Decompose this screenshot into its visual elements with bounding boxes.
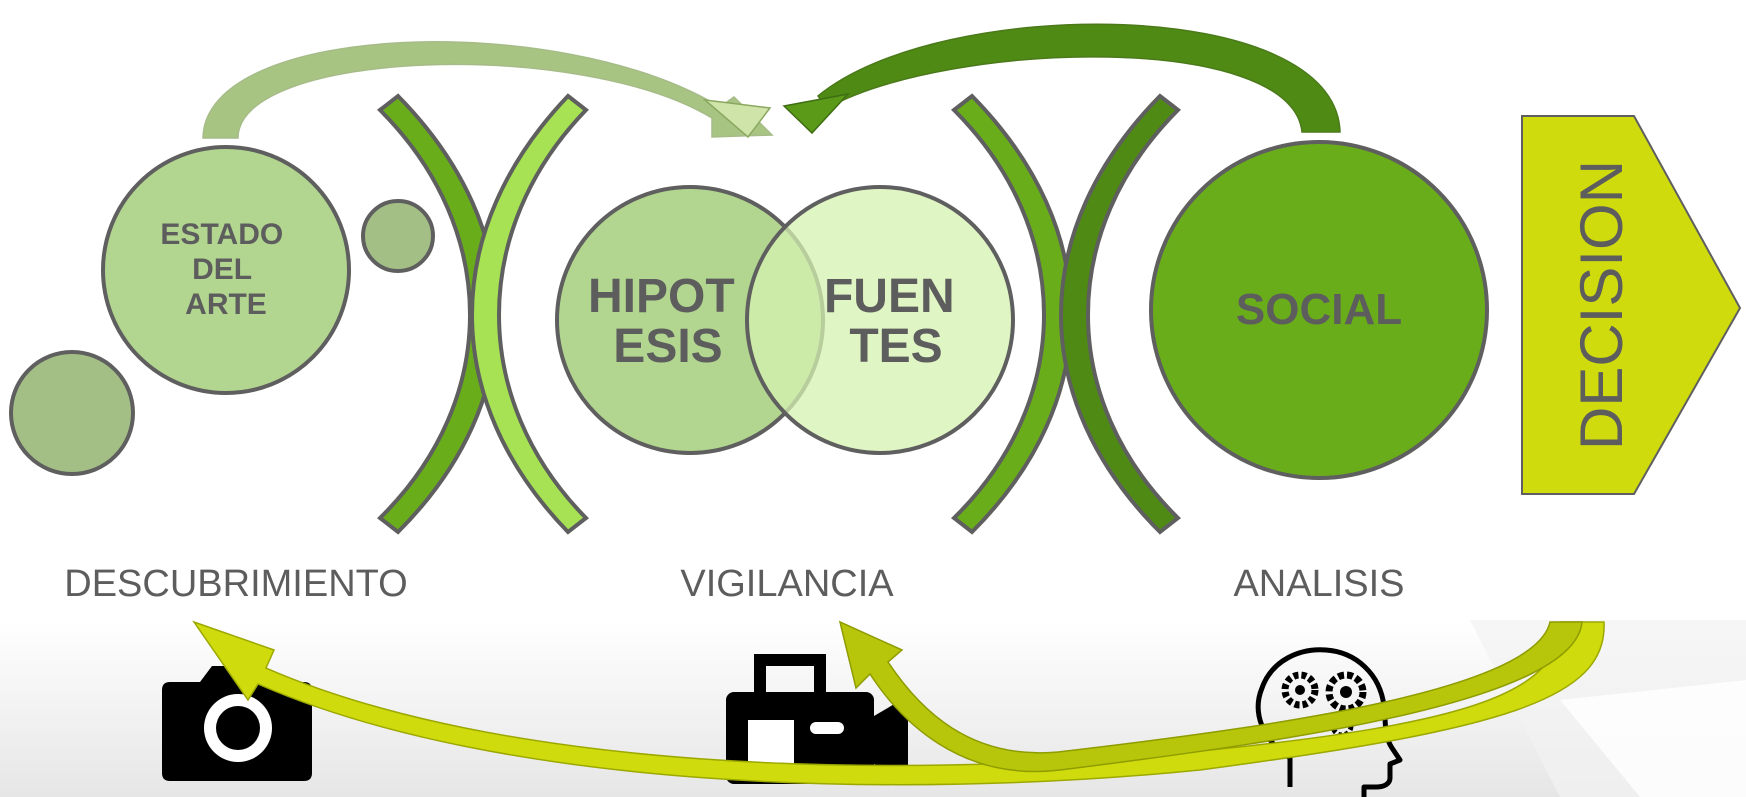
decision-arrow bbox=[1521, 115, 1742, 495]
arrow-estado-to-vigilancia bbox=[202, 41, 774, 139]
social-label: SOCIAL bbox=[1236, 285, 1402, 334]
arrow-estado-to-vigilancia-head bbox=[702, 98, 772, 139]
phase-label-descubrimiento: DESCUBRIMIENTO bbox=[64, 563, 407, 605]
social-circle bbox=[1149, 140, 1489, 480]
crescent-right-inner bbox=[1059, 93, 1182, 535]
svg-text:FUEN TES: FUEN TES bbox=[824, 270, 968, 373]
estado-label-line1: ESTADO bbox=[160, 218, 283, 251]
fuentes-circle bbox=[745, 185, 1015, 455]
arrow-social-to-vigilancia-head bbox=[782, 92, 851, 135]
decision-label: DECISION bbox=[1568, 160, 1635, 450]
arrow-social-to-vigilancia bbox=[816, 23, 1341, 133]
fuentes-label-line1: FUEN bbox=[824, 270, 955, 323]
camera-icon bbox=[162, 666, 312, 781]
svg-text:ESTADO DEL ARTE: ESTADO DEL ARTE bbox=[160, 218, 291, 321]
estado-label-line2: DEL bbox=[192, 253, 252, 286]
hipotesis-label-line1: HIPOT bbox=[588, 270, 735, 323]
svg-text:HIPOT ESIS: HIPOT ESIS bbox=[588, 270, 748, 373]
decorative-light-shape bbox=[1560, 680, 1746, 797]
fuentes-label-line2: TES bbox=[849, 320, 942, 373]
phase-label-vigilancia: VIGILANCIA bbox=[680, 563, 894, 605]
crescent-right-outer bbox=[950, 93, 1073, 535]
estado-del-arte-circle bbox=[101, 145, 351, 395]
hipotesis-label-line2: ESIS bbox=[613, 320, 722, 373]
arrow-return-to-vigilancia bbox=[838, 620, 1583, 773]
estado-label-line3: ARTE bbox=[185, 288, 267, 321]
small-circle-left bbox=[9, 350, 135, 476]
crescent-left-outer bbox=[376, 93, 499, 535]
small-circle-mid bbox=[361, 199, 435, 273]
arrow-return-to-descubrimiento bbox=[192, 620, 1605, 786]
phase-label-analisis: ANALISIS bbox=[1233, 563, 1404, 605]
video-camera-icon bbox=[726, 654, 908, 784]
crescent-left-inner bbox=[470, 93, 589, 535]
